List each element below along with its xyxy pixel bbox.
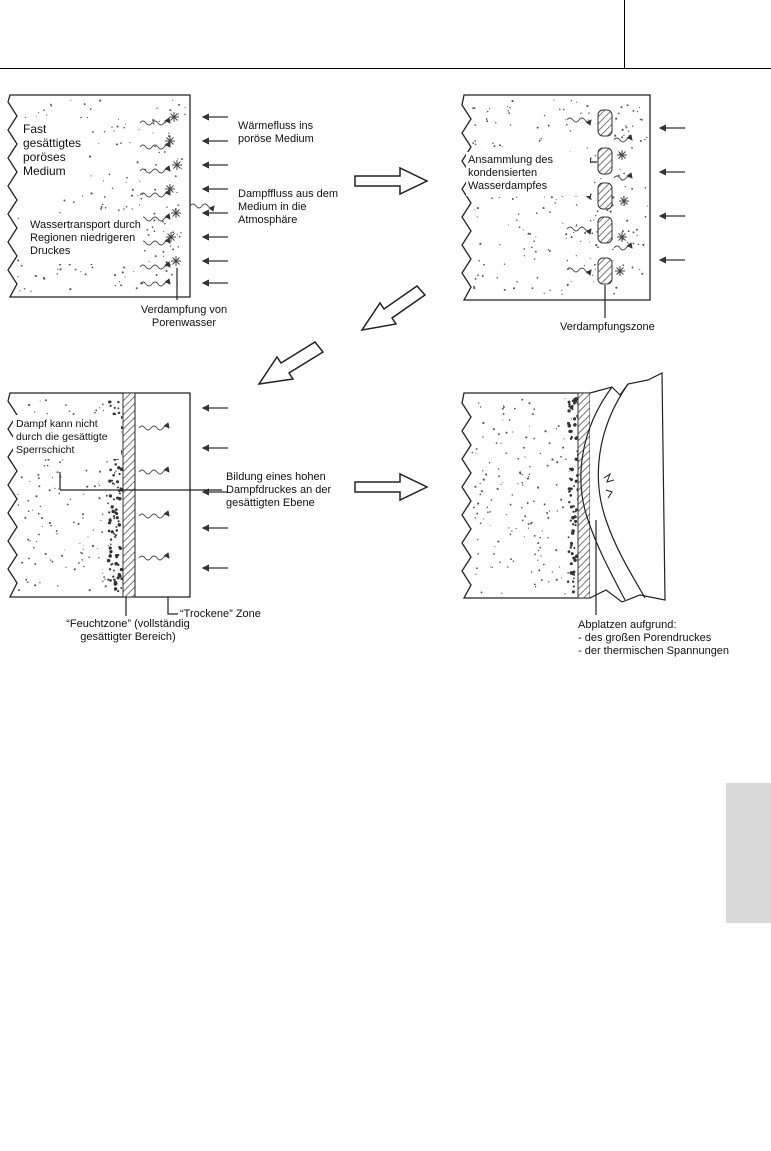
step-arrow-4 — [354, 472, 429, 502]
label-wassertransport: Wassertransport durch Regionen niedriger… — [30, 219, 141, 257]
panel-1-vapor-waves — [139, 117, 215, 287]
panel-4-saturated-layer — [577, 392, 591, 599]
panel-4-outer-curve — [597, 383, 646, 599]
label-waermefluss: Wärmefluss ins poröse Medium — [238, 120, 314, 145]
label-feuchtzone: “Feuchtzone” (vollständig gesättigter Be… — [66, 618, 190, 643]
chapter-tab — [726, 783, 771, 923]
label-ansammlung: Ansammlung des kondensierten Wasserdampf… — [468, 154, 553, 192]
panel-4-dots — [471, 398, 573, 595]
panel-4-spall-fragment — [589, 372, 666, 603]
panel-3 — [7, 392, 228, 616]
label-bildung: Bildung eines hohen Dampfdruckes an der … — [226, 471, 332, 509]
panel-2-heat-arrows — [658, 124, 685, 264]
panel-3-saturated-layer — [122, 392, 136, 598]
panel-4-crack-detail — [603, 472, 615, 499]
panel-3-trocken-leader — [167, 597, 178, 615]
header-rule — [0, 68, 771, 69]
panel-1-evaporation-stars — [165, 112, 182, 266]
step-arrow-1 — [354, 166, 429, 196]
step-arrow-2 — [360, 285, 427, 332]
label-dampffluss: Dampffluss aus dem Medium in die Atmosph… — [238, 188, 339, 226]
header-divider — [624, 0, 625, 68]
panel-2-evaporation-stars — [615, 150, 629, 276]
panel-2-label-box — [466, 152, 590, 196]
panel-1-label-box-fast — [19, 118, 87, 192]
panel-1-heat-arrows — [201, 113, 228, 287]
label-verdampfung: Verdampfung von Porenwasser — [140, 304, 228, 329]
panel-3-heat-arrows — [201, 404, 228, 572]
panel-4 — [461, 372, 666, 615]
panel-3-label-box — [13, 415, 121, 459]
panel-1-label-box-wasser — [25, 214, 143, 264]
panel-2 — [461, 94, 685, 318]
label-abplatzen-title: Abplatzen aufgrund: — [578, 619, 677, 631]
panel-4-crack-curve — [580, 386, 626, 601]
panel-1 — [7, 94, 228, 300]
panel-2-body — [461, 94, 651, 301]
panel-4-body — [461, 392, 591, 599]
panel-2-condensate-cells — [597, 109, 613, 285]
label-abplatzen-2: - der thermischen Spannungen — [578, 645, 730, 657]
step-arrow-3 — [257, 341, 325, 385]
panel-3-vapor-waves — [138, 422, 170, 561]
label-dampf-kann-nicht: Dampf kann nicht durch die gesättigte Sp… — [16, 418, 108, 456]
label-abplatzen-1: - des großen Porendruckes — [578, 632, 712, 644]
label-trockene-zone: “Trockene” Zone — [180, 608, 261, 620]
label-verdampfungszone: Verdampfungszone — [560, 321, 655, 333]
label-fast-gesaettigt: Fast gesättigtes poröses Medium — [23, 122, 82, 178]
